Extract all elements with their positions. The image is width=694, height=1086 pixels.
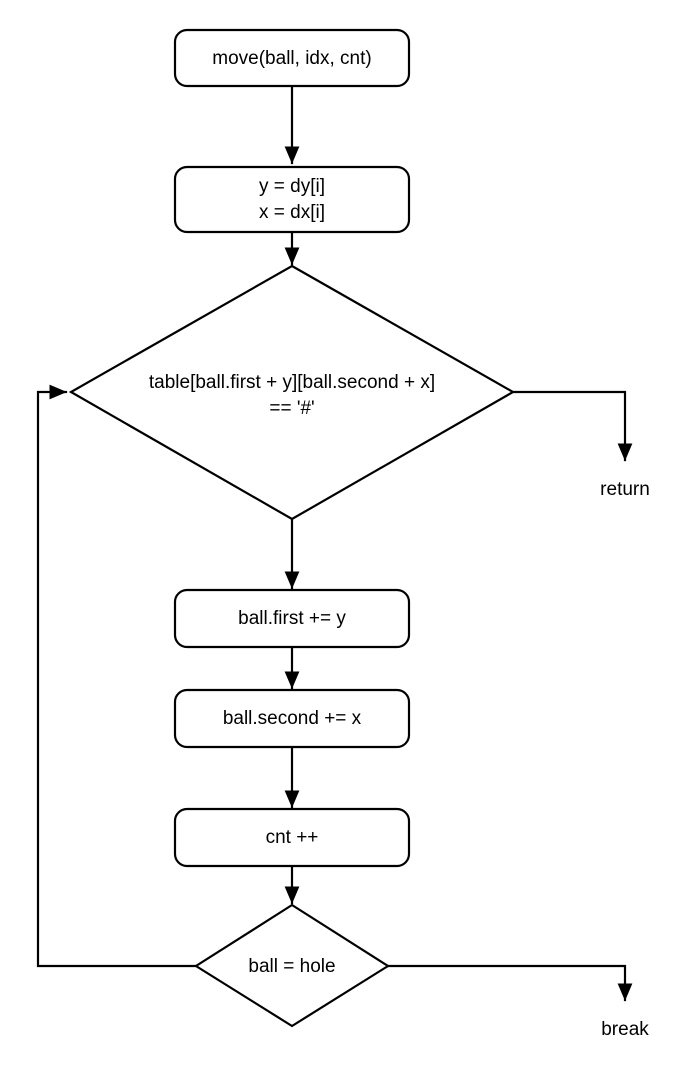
node-cnt-increment-label: cnt ++ (266, 827, 319, 848)
edge-holecheck-to-break (386, 964, 633, 1002)
node-assign-dydx-shape (173, 165, 411, 234)
node-start-shape (173, 28, 411, 88)
node-assign-dydx-label-line1: y = dy[i] (259, 176, 325, 197)
node-start[interactable]: move(ball, idx, cnt) (173, 28, 411, 88)
node-ball-first[interactable]: ball.first += y (173, 588, 411, 649)
edge-holecheck-loopback-to-wallcheck (36, 384, 197, 968)
node-ball-second-label: ball.second += x (223, 708, 362, 729)
node-assign-dydx-label-line2: x = dx[i] (259, 202, 325, 223)
node-ball-second-shape (173, 688, 411, 749)
terminal-break-label: break (601, 1019, 649, 1040)
node-hole-check-label: ball = hole (248, 956, 335, 977)
terminal-return-label: return (600, 479, 650, 500)
node-hole-check-shape (193, 903, 391, 1028)
node-hole-check[interactable]: ball = hole (193, 903, 391, 1028)
node-ball-first-label: ball.first += y (238, 608, 346, 629)
edge-wallcheck-to-return (511, 390, 633, 462)
node-wall-check-shape (68, 264, 516, 521)
node-start-label: move(ball, idx, cnt) (212, 48, 371, 69)
node-ball-second[interactable]: ball.second += x (173, 688, 411, 749)
node-cnt-increment-shape (173, 807, 411, 868)
node-assign-dydx[interactable]: y = dy[i] x = dx[i] (173, 165, 411, 234)
node-wall-check[interactable]: table[ball.first + y][ball.second + x] =… (68, 264, 516, 521)
node-wall-check-label-line1: table[ball.first + y][ball.second + x] (149, 372, 435, 393)
node-wall-check-label-line2: == '#' (269, 398, 314, 419)
node-ball-first-shape (173, 588, 411, 649)
node-cnt-increment[interactable]: cnt ++ (173, 807, 411, 868)
